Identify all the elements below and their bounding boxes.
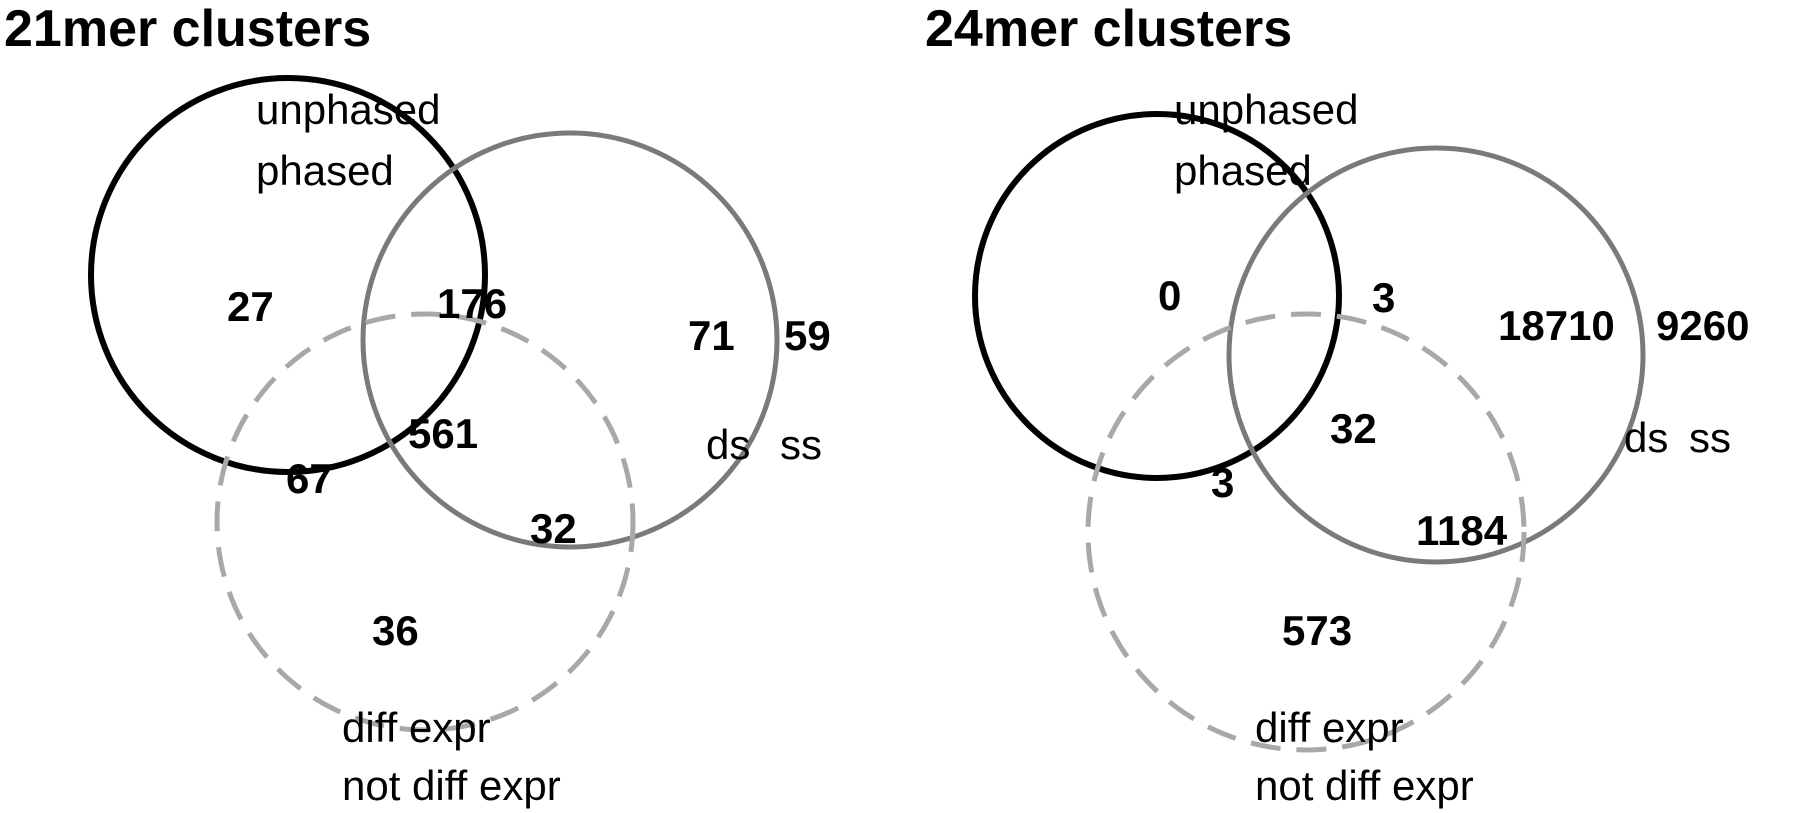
count-phased-ds: 176 (437, 280, 507, 327)
phased-circle (88, 75, 488, 475)
diff-expr-label: diff expr (1255, 704, 1404, 751)
count-diff-only: 573 (1282, 607, 1352, 654)
count-ds-only: 71 (688, 312, 735, 359)
panel-title: 21mer clusters (4, 0, 371, 58)
panel-21mer: 21mer clusters unphased phased ds ss dif… (4, 0, 831, 809)
panel-title: 24mer clusters (925, 0, 1292, 58)
count-all-three: 561 (408, 410, 478, 457)
phased-label: phased (1174, 147, 1312, 194)
ds-label: ds (1624, 414, 1668, 461)
ds-circle (1226, 145, 1646, 565)
count-ss: 59 (784, 312, 831, 359)
diff-expr-label: diff expr (342, 704, 491, 751)
not-diff-expr-label: not diff expr (1255, 762, 1474, 809)
not-diff-expr-label: not diff expr (342, 762, 561, 809)
unphased-label: unphased (1174, 86, 1359, 133)
ds-circle (360, 130, 780, 550)
phased-circle (972, 111, 1342, 481)
count-ds-only: 18710 (1498, 302, 1615, 349)
diff-expr-circle (1085, 311, 1527, 753)
phased-label: phased (256, 147, 394, 194)
count-phased-ds: 3 (1372, 274, 1395, 321)
count-ds-diff: 32 (530, 505, 577, 552)
count-phased-only: 27 (227, 283, 274, 330)
count-all-three: 32 (1330, 405, 1377, 452)
panel-24mer: 24mer clusters unphased phased ds ss dif… (925, 0, 1749, 809)
count-diff-only: 36 (372, 607, 419, 654)
ss-label: ss (1689, 414, 1731, 461)
count-ds-diff: 1184 (1416, 507, 1508, 554)
count-ss: 9260 (1656, 302, 1749, 349)
count-phased-only: 0 (1158, 272, 1181, 319)
ss-label: ss (780, 421, 822, 468)
unphased-label: unphased (256, 86, 441, 133)
ds-label: ds (706, 421, 750, 468)
diff-expr-circle (214, 311, 636, 733)
count-phased-diff: 3 (1211, 459, 1234, 506)
count-phased-diff: 67 (286, 455, 333, 502)
